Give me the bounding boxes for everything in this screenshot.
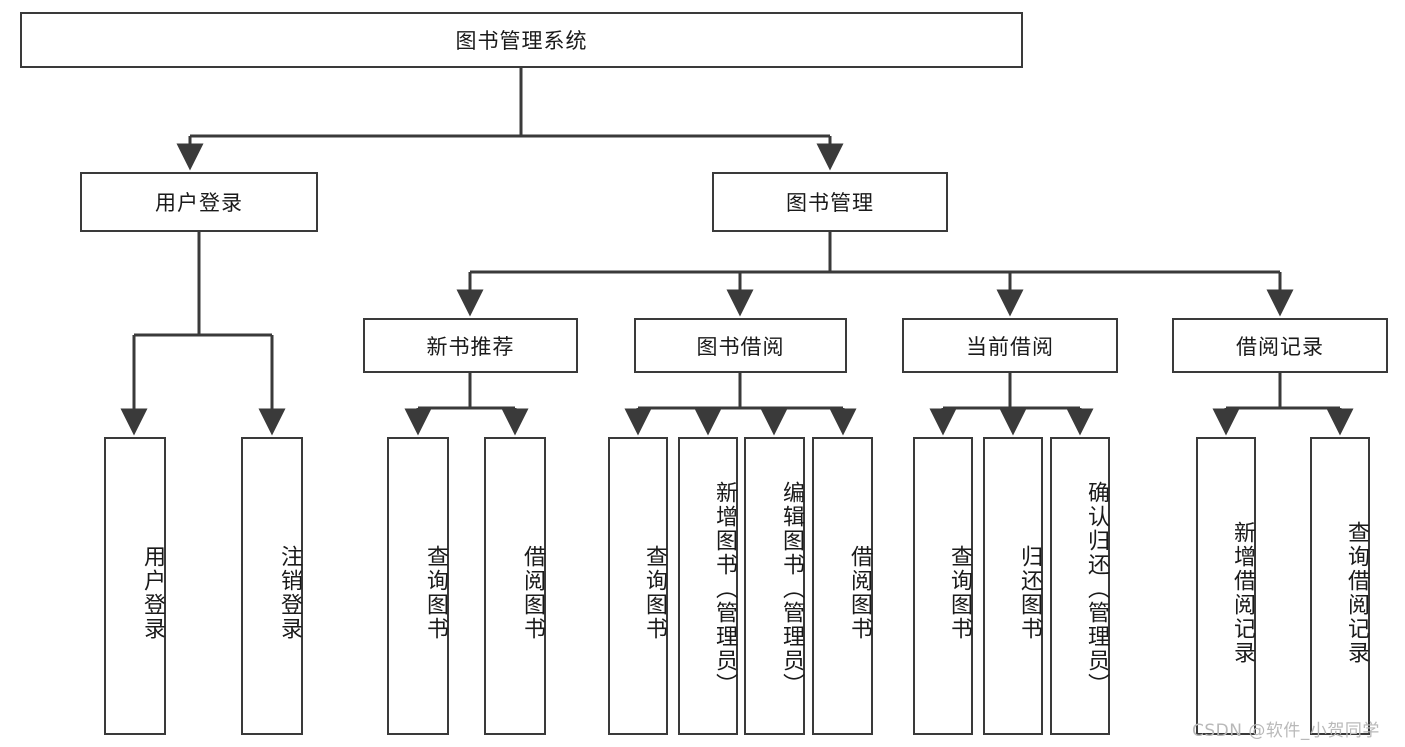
node-leaf-borrow-book[interactable]: 借阅图书 xyxy=(812,437,873,735)
node-current-borrow-label: 当前借阅 xyxy=(966,334,1054,359)
node-leaf-query-book-borrow-label: 查询图书 xyxy=(642,545,667,641)
node-leaf-return-book[interactable]: 归还图书 xyxy=(983,437,1043,735)
node-user-login-label: 用户登录 xyxy=(155,191,243,215)
node-book-borrow-label: 图书借阅 xyxy=(696,334,785,359)
node-leaf-borrow-book-recommend[interactable]: 借阅图书 xyxy=(484,437,546,735)
node-leaf-borrow-book-recommend-label: 借阅图书 xyxy=(520,545,545,641)
edges-borrow-record xyxy=(1212,373,1354,436)
edges-new-book-recommend xyxy=(404,373,529,436)
node-leaf-query-book-recommend[interactable]: 查询图书 xyxy=(387,437,449,735)
node-leaf-user-login[interactable]: 用户登录 xyxy=(104,437,166,735)
node-leaf-logout-label: 注销登录 xyxy=(277,545,302,641)
node-book-manage-label: 图书管理 xyxy=(786,191,874,215)
node-leaf-query-borrow-record[interactable]: 查询借阅记录 xyxy=(1310,437,1370,735)
node-leaf-query-book-recommend-label: 查询图书 xyxy=(423,545,448,641)
node-leaf-return-book-label: 归还图书 xyxy=(1017,545,1042,641)
node-leaf-logout[interactable]: 注销登录 xyxy=(241,437,303,735)
node-leaf-add-borrow-record-label: 新增借阅记录 xyxy=(1230,521,1255,665)
node-leaf-add-borrow-record[interactable]: 新增借阅记录 xyxy=(1196,437,1256,735)
node-leaf-edit-book-label: 编辑图书（管理员） xyxy=(779,481,804,697)
node-leaf-edit-book[interactable]: 编辑图书（管理员） xyxy=(744,437,805,735)
node-new-book-recommend[interactable]: 新书推荐 xyxy=(363,318,578,373)
node-borrow-record[interactable]: 借阅记录 xyxy=(1172,318,1388,373)
node-leaf-add-book[interactable]: 新增图书（管理员） xyxy=(678,437,738,735)
edges-book-borrow xyxy=(624,373,857,436)
edges-user-login xyxy=(120,232,286,436)
node-leaf-query-book-current-label: 查询图书 xyxy=(947,545,972,641)
node-current-borrow[interactable]: 当前借阅 xyxy=(902,318,1118,373)
node-new-book-recommend-label: 新书推荐 xyxy=(426,334,515,359)
node-leaf-add-book-label: 新增图书（管理员） xyxy=(712,481,737,697)
node-leaf-borrow-book-label: 借阅图书 xyxy=(847,545,872,641)
node-root[interactable]: 图书管理系统 xyxy=(20,12,1023,68)
node-leaf-confirm-return-label: 确认归还（管理员） xyxy=(1084,481,1109,697)
node-leaf-user-login-label: 用户登录 xyxy=(140,545,165,641)
node-book-manage[interactable]: 图书管理 xyxy=(712,172,948,232)
node-leaf-query-book-current[interactable]: 查询图书 xyxy=(913,437,973,735)
node-borrow-record-label: 借阅记录 xyxy=(1236,334,1324,359)
node-user-login[interactable]: 用户登录 xyxy=(80,172,318,232)
node-leaf-query-book-borrow[interactable]: 查询图书 xyxy=(608,437,668,735)
node-root-label: 图书管理系统 xyxy=(455,29,588,53)
edges-current-borrow xyxy=(929,373,1094,436)
edges-root xyxy=(176,68,844,171)
node-book-borrow[interactable]: 图书借阅 xyxy=(634,318,847,373)
node-leaf-confirm-return[interactable]: 确认归还（管理员） xyxy=(1050,437,1110,735)
edges-book-manage xyxy=(456,232,1294,317)
node-leaf-query-borrow-record-label: 查询借阅记录 xyxy=(1344,521,1369,665)
